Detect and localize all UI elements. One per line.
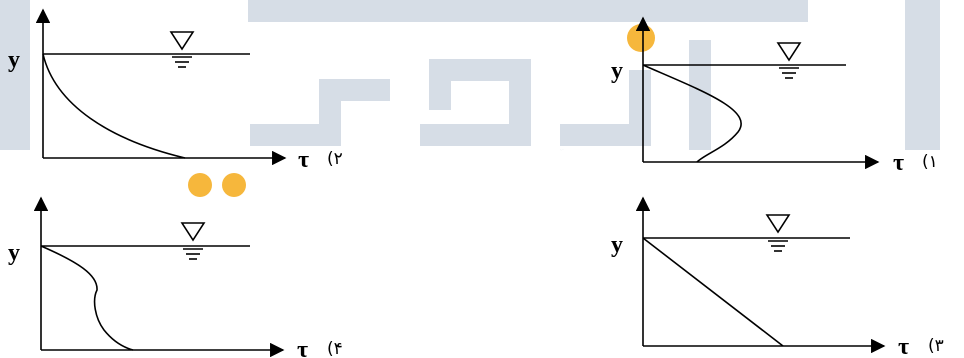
water-surface-symbol	[180, 222, 206, 260]
water-surface-symbol	[765, 214, 791, 252]
shear-profile-curve	[42, 53, 186, 159]
y-label: y	[8, 240, 20, 266]
y-label: y	[8, 47, 20, 73]
option-number: (۳	[928, 336, 944, 356]
watermark-bar-right	[905, 0, 940, 150]
tau-label: τ	[893, 150, 904, 176]
panel-1: y τ (۱	[611, 16, 938, 176]
y-label: y	[611, 232, 623, 258]
watermark-stroke-3	[560, 70, 651, 146]
tau-label: τ	[297, 337, 308, 358]
water-surface-symbol	[169, 31, 195, 68]
watermark-stroke-2	[420, 59, 531, 146]
option-number: (۴	[327, 339, 343, 358]
tau-label: τ	[298, 147, 309, 173]
watermark-dot-2	[188, 173, 212, 197]
shear-profile-line	[642, 237, 784, 347]
y-label: y	[611, 58, 623, 84]
watermark-stroke-1	[250, 79, 390, 146]
option-number: (۲	[327, 149, 343, 169]
panel-2: y τ (۲	[8, 8, 343, 173]
watermark-bar-left	[0, 0, 30, 150]
shear-profile-curve	[642, 64, 742, 163]
watermark-bar-top	[248, 0, 808, 22]
water-surface-symbol	[776, 42, 802, 79]
panel-4: y τ (۴	[8, 196, 343, 358]
tau-label: τ	[898, 334, 909, 358]
watermark-dot-1	[627, 24, 655, 52]
watermark-dot-3	[222, 173, 246, 197]
option-number: (۱	[922, 152, 938, 172]
shear-profile-curve	[40, 245, 134, 351]
watermark-text: اقدم یار	[559, 149, 564, 151]
panel-3: y τ (۳	[611, 196, 944, 358]
